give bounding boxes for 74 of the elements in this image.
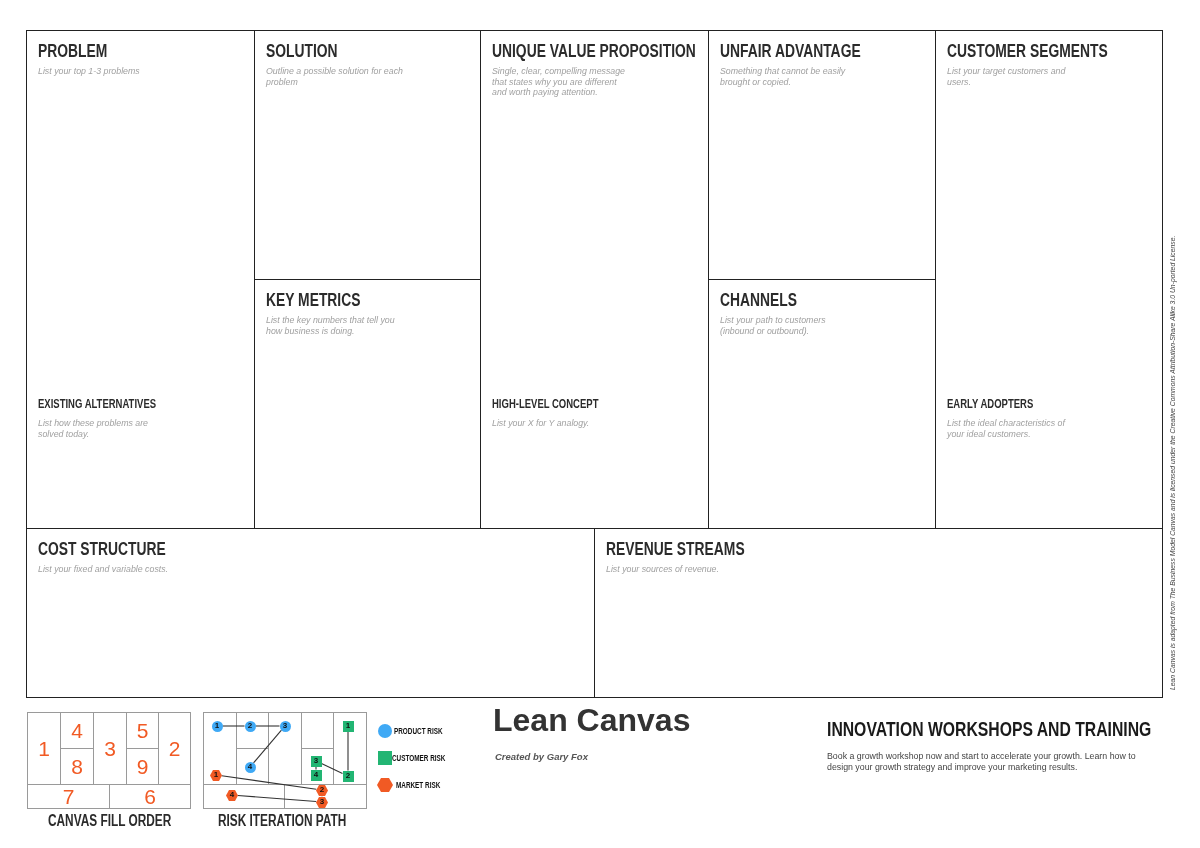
order-number: 4 (71, 720, 83, 741)
subsection-hint: List the ideal characteristics of your ideal customers. (947, 418, 1067, 439)
order-number: 3 (104, 738, 116, 759)
mini-canvas-section (109, 784, 191, 809)
promo-heading: INNOVATION WORKSHOPS AND TRAINING (827, 718, 1152, 739)
marker-number: 2 (319, 786, 325, 794)
connector-line (221, 725, 246, 727)
mini-canvas-section (284, 784, 367, 809)
order-number: 2 (168, 738, 181, 759)
section-hint: List your top 1-3 problems (38, 66, 141, 77)
mini-canvas-section (203, 712, 237, 785)
connector-line (221, 775, 317, 790)
section-hint: List your path to customers (inbound or outbound). (720, 315, 827, 336)
section-heading: CHANNELS (720, 291, 797, 309)
connector-line (237, 794, 317, 803)
marker-number: 1 (214, 722, 220, 730)
mini-canvas-section (158, 712, 191, 785)
marker-number: 3 (282, 722, 288, 730)
order-number: 7 (62, 786, 75, 807)
section-heading: UNFAIR ADVANTAGE (720, 42, 861, 60)
section-hint: List your target customers and users. (947, 66, 1067, 87)
marker-number: 3 (319, 798, 325, 806)
legend-label: MARKET RISK (396, 781, 441, 790)
section-heading: UNIQUE VALUE PROPOSITION (492, 42, 696, 60)
marker-number: 1 (213, 771, 219, 779)
connector-line (320, 763, 344, 774)
thumbnail-caption: CANVAS FILL ORDER (48, 813, 172, 829)
thumbnail-caption: RISK ITERATION PATH (218, 813, 347, 829)
section-hint: Something that cannot be easily brought or copied. (720, 66, 847, 87)
section-hint: List the key numbers that tell you how business is doing. (266, 315, 396, 336)
marker-number: 2 (247, 722, 253, 730)
legend-label: PRODUCT RISK (394, 727, 443, 736)
subsection-heading: EARLY ADOPTERS (947, 398, 1034, 411)
subsection-hint: List how these problems are solved today. (38, 418, 150, 439)
section-heading: COST STRUCTURE (38, 540, 166, 558)
marker-number: 4 (247, 763, 253, 771)
canvas-section (26, 30, 255, 529)
section-hint: Outline a possible solution for each problem (266, 66, 403, 87)
canvas-section (594, 528, 1163, 698)
subsection-heading: EXISTING ALTERNATIVES (38, 398, 157, 411)
order-number: 1 (38, 738, 50, 759)
subsection-hint: List your X for Y analogy. (492, 418, 591, 429)
mini-canvas-section (333, 712, 367, 785)
marker-number: 3 (313, 757, 319, 765)
mini-canvas-section (203, 784, 285, 809)
marker-number: 4 (313, 771, 319, 779)
subsection-heading: HIGH-LEVEL CONCEPT (492, 398, 599, 411)
legend-label: CUSTOMER RISK (392, 754, 446, 763)
order-number: 8 (71, 756, 83, 777)
section-heading: REVENUE STREAMS (606, 540, 745, 558)
canvas-section (935, 30, 1163, 529)
mini-canvas-section (27, 712, 61, 785)
section-heading: KEY METRICS (266, 291, 361, 309)
mini-canvas-section (27, 784, 110, 809)
section-hint: List your fixed and variable costs. (38, 564, 170, 575)
page-title: Lean Canvas (493, 703, 691, 739)
promo-text: Book a growth workshop now and start to accelerate your growth. Learn how to design your growth strategy and improve your marketing results. (827, 751, 1137, 773)
section-hint: List your sources of revenue. (606, 564, 720, 575)
order-number: 5 (136, 720, 149, 741)
section-hint: Single, clear, compelling message that states why you are different and worth paying attention. (492, 66, 626, 98)
connector-line (315, 765, 317, 771)
section-heading: SOLUTION (266, 42, 338, 60)
section-heading: PROBLEM (38, 42, 108, 60)
section-heading: CUSTOMER SEGMENTS (947, 42, 1108, 60)
marker-number: 4 (229, 791, 235, 799)
marker-number: 1 (345, 722, 351, 730)
connector-line (254, 725, 281, 727)
order-number: 6 (144, 786, 156, 807)
order-number: 9 (136, 756, 149, 777)
connector-line (253, 729, 282, 764)
connector-line (347, 730, 349, 772)
credit-line: Created by Gary Fox (495, 751, 588, 762)
canvas-section (26, 528, 595, 698)
marker-number: 2 (345, 772, 351, 780)
